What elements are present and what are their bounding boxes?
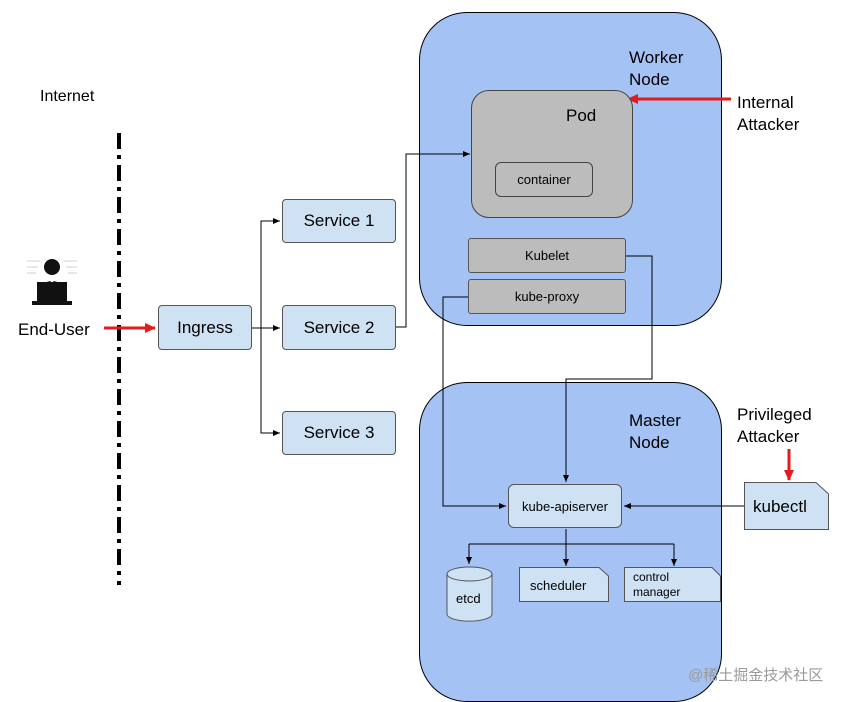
internet-label: Internet <box>40 88 95 105</box>
kubectl-label: kubectl <box>753 497 807 516</box>
kubelet-label: Kubelet <box>524 248 570 263</box>
kubectl-box: kubectl <box>744 482 829 530</box>
kube-apiserver-label: kube-apiserver <box>522 498 608 514</box>
internal-attacker-line-2: Attacker <box>737 115 800 134</box>
end-user-label: End-User <box>18 320 90 339</box>
service-3-box: Service 3 <box>282 411 396 455</box>
ingress-label: Ingress <box>177 317 233 337</box>
ingress-box: Ingress <box>158 305 252 350</box>
service-1-label: Service 1 <box>303 211 375 230</box>
kube-proxy-box: kube-proxy <box>468 279 626 314</box>
scheduler-box: scheduler <box>519 567 609 602</box>
master-node-title-line-2: Node <box>629 433 670 452</box>
kube-apiserver-box: kube-apiserver <box>508 484 622 528</box>
pod-label: Pod <box>566 106 597 125</box>
internal-attacker-line-1: Internal <box>737 93 794 112</box>
master-node-title-line-1: Master <box>629 411 681 430</box>
etcd-database-icon: etcd <box>446 566 493 622</box>
service-2-label: Service 2 <box>303 317 375 337</box>
kube-proxy-label: kube-proxy <box>514 289 580 304</box>
control-manager-label-line-2: manager <box>633 585 681 599</box>
container-label: container <box>517 172 571 187</box>
pod-box <box>471 90 633 218</box>
control-manager-box: control manager <box>624 567 721 602</box>
container-box: container <box>495 162 593 197</box>
worker-node-title-line-2: Node <box>629 70 670 89</box>
watermark: @稀土掘金技术社区 <box>688 667 824 684</box>
scheduler-label: scheduler <box>530 578 587 593</box>
kubelet-box: Kubelet <box>468 238 626 273</box>
user-laptop-icon <box>24 255 80 309</box>
service-3-label: Service 3 <box>303 423 375 442</box>
privileged-attacker-line-2: Attacker <box>737 427 800 446</box>
master-node <box>419 382 722 702</box>
service-1-box: Service 1 <box>282 199 396 243</box>
worker-node-title-line-1: Worker <box>629 48 684 67</box>
service-2-box: Service 2 <box>282 305 396 350</box>
control-manager-label-line-1: control <box>633 570 670 584</box>
etcd-label: etcd <box>456 591 481 606</box>
privileged-attacker-line-1: Privileged <box>737 405 812 424</box>
